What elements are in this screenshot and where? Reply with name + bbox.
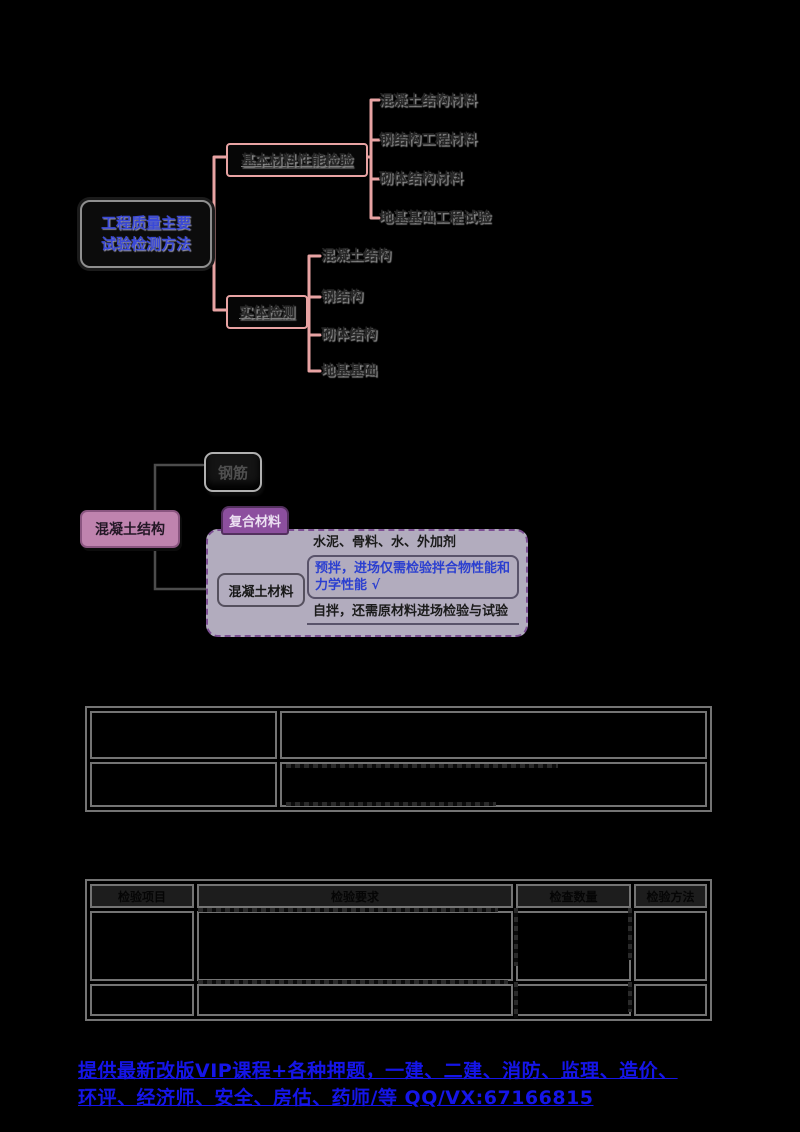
mindmap-root-node: 工程质量主要 试验检测方法 (80, 200, 212, 268)
table-2-header-require: 检验要求 (197, 884, 513, 908)
unreadable-text-fragment (628, 982, 632, 1012)
leaf-concrete-structure-material: 混凝土结构材料 (379, 93, 477, 109)
root-label-line2: 试验检测方法 (100, 235, 191, 253)
table-1-cell-r1c1 (90, 711, 277, 759)
table-2-cell-r2c2 (197, 984, 513, 1016)
unreadable-text-fragment (198, 908, 498, 912)
rebar-label: 钢筋 (217, 463, 248, 482)
branch-label: 基本材料性能检验 (241, 153, 353, 169)
footer-ad-line2: 环评、经济师、安全、房估、药师/等 QQ/VX:67166815 (78, 1087, 594, 1109)
rebar-node: 钢筋 (204, 452, 262, 492)
table-2-cell-r1c4 (634, 911, 707, 981)
table-2-cell-r2c3 (516, 984, 631, 1016)
detail-row-premixed: 预拌，进场仅需检验拌合物性能和力学性能 √ (307, 555, 519, 599)
table-1-grid (85, 706, 712, 812)
concrete-material-label: 混凝土材料 (228, 584, 294, 600)
composite-material-label: 复合材料 (228, 515, 281, 530)
unreadable-text-fragment (286, 802, 496, 806)
table-2: 检验项目 检验要求 检查数量 检验方法 (85, 879, 712, 1021)
unreadable-text-fragment (514, 908, 518, 966)
detail-row-selfmixed: 自拌，还需原材料进场检验与试验 (307, 600, 519, 625)
leaf-steel-structure: 钢结构 (321, 289, 363, 305)
table-2-header-method: 检验方法 (634, 884, 707, 908)
leaf-foundation: 地基基础 (321, 363, 377, 379)
unreadable-text-fragment (286, 764, 558, 768)
table-2-grid: 检验项目 检验要求 检查数量 检验方法 (85, 879, 712, 1021)
composite-material-tab: 复合材料 (221, 506, 289, 535)
branch-node-basic-material-test: 基本材料性能检验 (226, 143, 368, 177)
concrete-structure-node: 混凝土结构 (80, 510, 180, 548)
table-2-header-quantity: 检查数量 (516, 884, 631, 908)
composite-material-container (206, 529, 528, 637)
table-1 (85, 706, 712, 812)
unreadable-text-fragment (198, 980, 508, 984)
leaf-steel-structure-material: 钢结构工程材料 (379, 132, 477, 148)
root-label-line1: 工程质量主要 (100, 214, 191, 232)
table-1-cell-r2c1 (90, 762, 277, 807)
detail-row-ingredients: 水泥、骨料、水、外加剂 (313, 535, 457, 550)
table-2-cell-r1c1 (90, 911, 194, 981)
concrete-material-node: 混凝土材料 (217, 573, 305, 607)
leaf-concrete-structure: 混凝土结构 (321, 248, 391, 264)
table-2-cell-r2c1 (90, 984, 194, 1016)
table-2-cell-r1c3 (516, 911, 631, 981)
leaf-masonry-structure-material: 砌体结构材料 (379, 171, 463, 187)
leaf-foundation-engineering-test: 地基基础工程试验 (379, 210, 491, 226)
concrete-structure-label: 混凝土结构 (95, 522, 165, 538)
table-2-cell-r1c2 (197, 911, 513, 981)
table-1-cell-r1c2 (280, 711, 707, 759)
leaf-masonry-structure: 砌体结构 (321, 327, 377, 343)
unreadable-text-fragment (514, 982, 518, 1018)
table-2-cell-r2c4 (634, 984, 707, 1016)
table-2-header-item: 检验项目 (90, 884, 194, 908)
footer-ad-line1: 提供最新改版VIP课程+各种押题，一建、二建、消防、监理、造价、 (78, 1060, 678, 1082)
table-1-cell-r2c2 (280, 762, 707, 807)
unreadable-text-fragment (628, 908, 632, 960)
branch-node-entity-inspection: 实体检测 (226, 295, 308, 329)
concrete-material-details: 水泥、骨料、水、外加剂 预拌，进场仅需检验拌合物性能和力学性能 √ 自拌，还需原… (307, 531, 519, 625)
branch-label: 实体检测 (239, 305, 295, 321)
